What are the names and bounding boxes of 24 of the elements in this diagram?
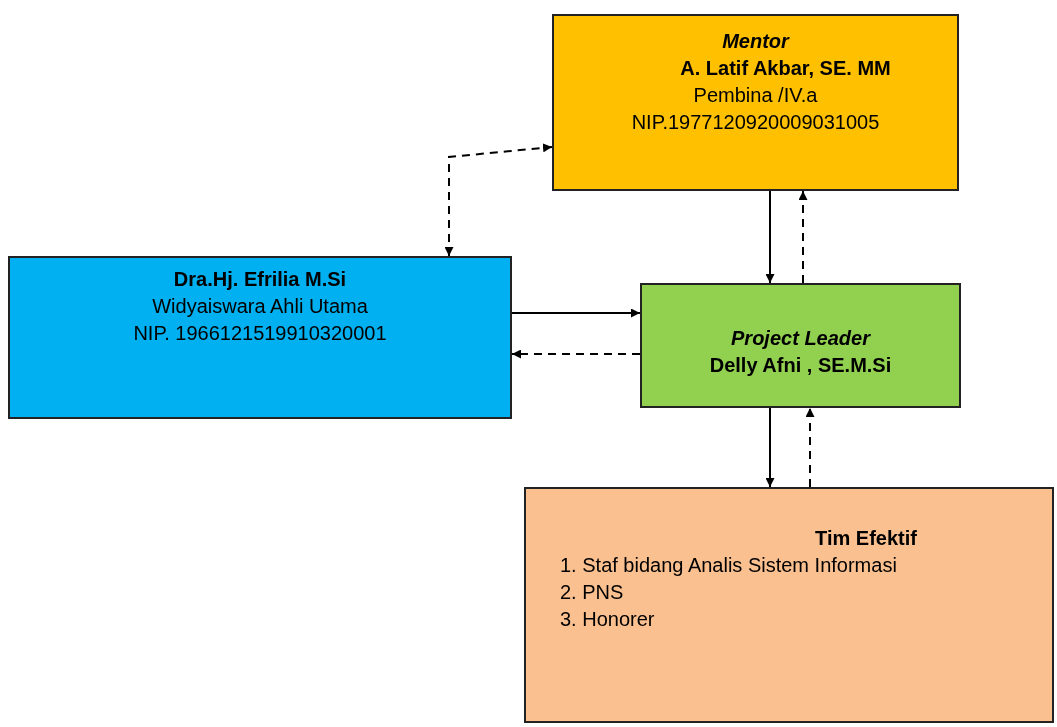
node-text: Widyaiswara Ahli Utama: [152, 294, 368, 319]
arrow: [444, 143, 553, 257]
arrow: [765, 190, 775, 284]
process-box: [8, 256, 512, 419]
arrow: [511, 308, 641, 318]
node-text: Pembina /IV.a: [693, 83, 818, 108]
arrow: [765, 407, 775, 488]
arrow: [805, 407, 815, 488]
process-box: [552, 14, 959, 191]
process-box: [524, 487, 1054, 723]
role-title: Mentor: [722, 29, 789, 54]
arrow: [511, 349, 641, 359]
node-title: Tim Efektif: [814, 526, 918, 551]
list-item: 2. PNS: [560, 580, 625, 605]
node-text: NIP. 1966121519910320001: [133, 321, 387, 346]
node-text: NIP.1977120920009031005: [631, 110, 880, 135]
arrow: [798, 190, 808, 284]
person-name: Delly Afni , SE.M.Si: [709, 353, 892, 378]
list-item: 3. Honorer: [560, 607, 656, 632]
process-box: [640, 283, 961, 408]
person-name: A. Latif Akbar, SE. MM: [680, 56, 891, 81]
list-item: 1. Staf bidang Analis Sistem Informasi: [560, 553, 898, 578]
role-title: Project Leader: [731, 326, 870, 351]
person-name: Dra.Hj. Efrilia M.Si: [173, 267, 347, 292]
